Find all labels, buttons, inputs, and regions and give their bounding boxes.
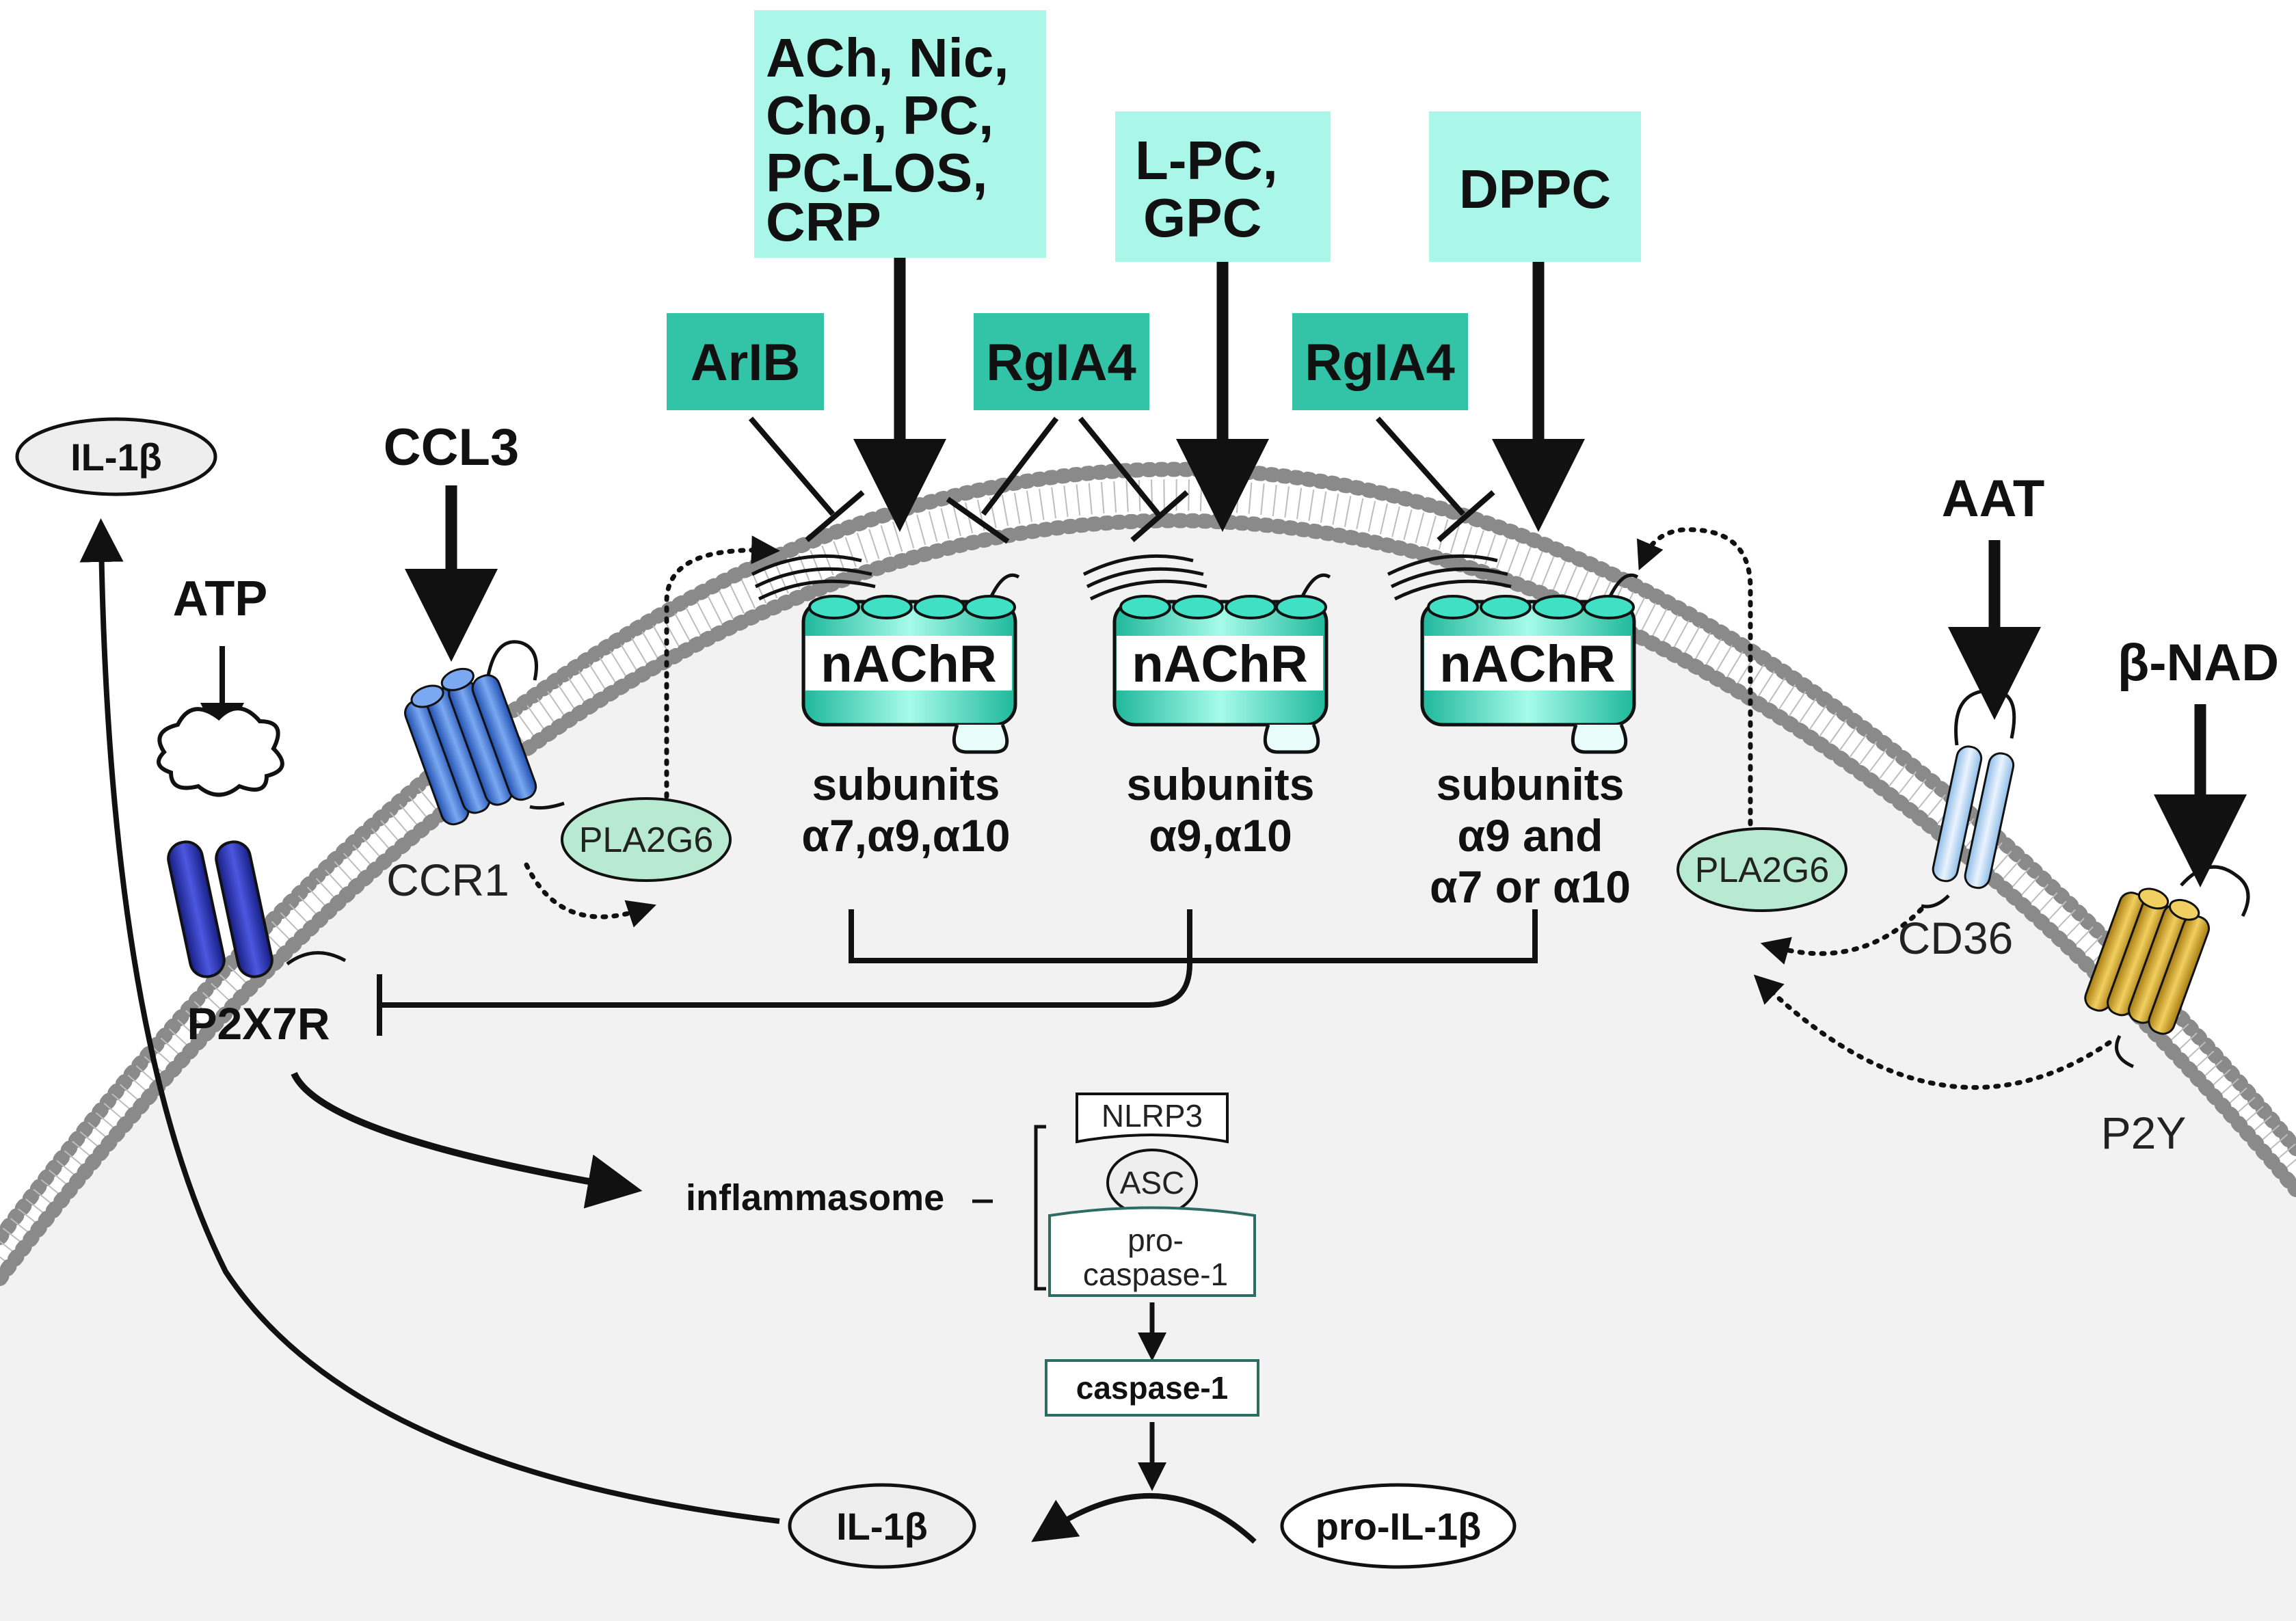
procaspase-line1: pro-: [1127, 1222, 1184, 1258]
inflammasome-bracket: [972, 1125, 1046, 1291]
pla2g6-left: PLA2G6: [561, 797, 732, 882]
ccl3-label: CCL3: [384, 418, 519, 477]
nachr-2-label: nAChR: [1132, 635, 1308, 693]
nachr-to-p2x7r-inhibition: [377, 909, 1538, 1036]
il1b-outer-label: IL-1β: [70, 436, 162, 479]
subunits-2-line2: α9,α10: [1149, 810, 1292, 861]
p2x7r-to-inflammasome-arrow: [291, 1071, 643, 1209]
extracellular-arrows: [200, 485, 2247, 887]
antagonist-box-rgia4-a: RgIA4: [974, 313, 1149, 410]
p2x7r-label: P2X7R: [187, 998, 330, 1049]
cd36-receptor: [1921, 688, 2016, 909]
ligand-box-group1: ACh, Nic, Cho, PC, PC-LOS, CRP: [754, 10, 1046, 258]
ligand-group1-line2: Cho, PC,: [766, 85, 993, 146]
pro-il1b-ellipse: pro-IL-1β: [1280, 1483, 1517, 1569]
p2x7r-receptor: [157, 706, 347, 978]
nlrp3-label: NLRP3: [1102, 1098, 1203, 1134]
membrane-outer-heads: [0, 461, 2296, 1245]
nachr-1-label: nAChR: [820, 635, 997, 693]
asc-label: ASC: [1120, 1165, 1185, 1201]
ligand-group3-label: DPPC: [1459, 159, 1611, 219]
ligand-box-group3: DPPC: [1429, 111, 1641, 262]
il1b-inner-ellipse: IL-1β: [788, 1483, 976, 1569]
antagonist-inhibition-lines: [748, 416, 1495, 544]
procaspase-line2: caspase-1: [1083, 1257, 1228, 1292]
nachr-receptor-2: nAChR: [1082, 554, 1331, 754]
atp-label: ATP: [173, 572, 268, 626]
subunits-1-line2: α7,α9,α10: [801, 810, 1010, 861]
il1b-outer-ellipse: IL-1β: [15, 417, 217, 496]
ligand-group1-line3: PC-LOS,: [766, 142, 987, 203]
subunits-3-line2: α9 and: [1458, 810, 1603, 861]
pla2g6-left-arrows: [524, 535, 780, 928]
ligand-group1-line1: ACh, Nic,: [766, 27, 1009, 88]
pro-il1b-label: pro-IL-1β: [1316, 1505, 1482, 1548]
ligand-group1-line4: CRP: [766, 191, 881, 252]
antagonist-box-rgia4-b: RgIA4: [1292, 313, 1468, 410]
nachr-receptor-1: nAChR: [751, 554, 1020, 754]
rgia4-a-label: RgIA4: [986, 334, 1136, 392]
ccr1-label: CCR1: [386, 855, 509, 905]
membrane-inner-heads: [0, 513, 2296, 1286]
cell-interior: [0, 520, 2296, 1621]
asc-circle: ASC: [1106, 1149, 1198, 1217]
ligand-activation-arrows: [853, 258, 1585, 532]
pla2g6-right-arrows: [1636, 527, 2112, 1090]
subunits-3-line3: α7 or α10: [1430, 861, 1631, 912]
subunits-1-line1: subunits: [812, 759, 1000, 809]
p2y-label: P2Y: [2101, 1108, 2187, 1158]
subunits-3-line1: subunits: [1437, 759, 1625, 809]
subunit-labels: subunits α7,α9,α10 subunits α9,α10 subun…: [801, 759, 1631, 912]
ligand-group2-line1: L-PC,: [1135, 130, 1278, 191]
cd36-label: CD36: [1898, 913, 2014, 963]
ligand-group2-line2: GPC: [1143, 187, 1262, 248]
nlrp3-box: NLRP3: [1076, 1093, 1229, 1144]
aat-label: AAT: [1942, 470, 2045, 528]
nachr-receptor-3: nAChR: [1387, 554, 1639, 754]
caspase1-box: caspase-1: [1045, 1359, 1259, 1417]
procaspase-box: pro- caspase-1: [1048, 1206, 1256, 1297]
il1b-secretion-arrow: [79, 518, 780, 1524]
antagonist-box-arib: ArIB: [667, 313, 824, 410]
pla2g6-right: PLA2G6: [1677, 827, 1847, 912]
rgia4-b-label: RgIA4: [1305, 334, 1455, 392]
subunits-2-line1: subunits: [1127, 759, 1315, 809]
inflammasome-label: inflammasome: [686, 1177, 944, 1218]
p2y-receptor: [2084, 865, 2250, 1069]
pro-il1b-cleavage-arrow: [1031, 1492, 1257, 1544]
caspase1-label: caspase-1: [1076, 1370, 1229, 1406]
nachr-3-label: nAChR: [1439, 635, 1616, 693]
il1b-inner-label: IL-1β: [836, 1505, 928, 1548]
beta-nad-label: β-NAD: [2118, 634, 2279, 692]
ligand-box-group2: L-PC, GPC: [1115, 111, 1331, 262]
ccr1-receptor: [404, 640, 565, 826]
arib-label: ArIB: [691, 334, 800, 392]
pla2g6-right-label: PLA2G6: [1695, 850, 1830, 890]
pla2g6-left-label: PLA2G6: [579, 820, 714, 860]
